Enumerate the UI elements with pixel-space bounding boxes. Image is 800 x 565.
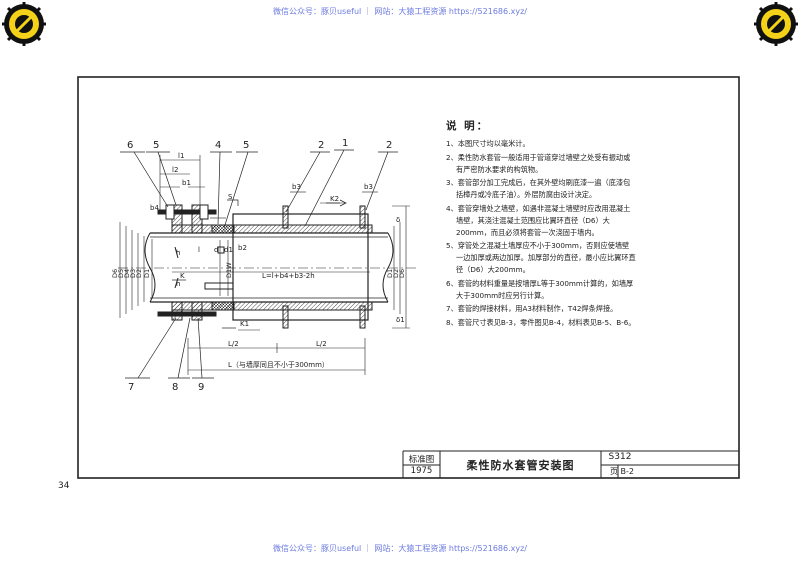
- dim-l-formula: L=l+b4+b3-2h: [262, 272, 315, 280]
- seal-ring-bottom: [211, 301, 235, 311]
- dim-d2: D2: [135, 269, 143, 278]
- callout-2-right: 2: [386, 140, 392, 151]
- dim-k1: K1: [240, 320, 249, 328]
- watermark-top: 微信公众号：豚贝useful ｜ 网站：大猿工程资源 https://52168…: [272, 7, 528, 16]
- title-block-label: 标准图: [408, 455, 435, 465]
- break-line-left: [144, 232, 156, 303]
- dim-l1: l1: [178, 152, 184, 160]
- sheet-number: 页 B-2: [609, 467, 634, 476]
- note-item: 4、套管穿墙处之墙壁，如遇非混凝土墙壁时应改用混凝土墙壁，其浇注混凝土范围应比翼…: [446, 203, 631, 237]
- diameter-lines-right: [392, 205, 410, 329]
- note-item: 5、穿管处之混凝土墙厚应不小于300mm，否则应使墙壁一边加厚或两边加厚。加厚部…: [446, 241, 636, 274]
- dim-d5: D5: [117, 269, 125, 278]
- dim-d1-right: D1: [386, 269, 394, 278]
- notes-title: 说 明：: [446, 120, 490, 132]
- callout-6: 6: [127, 140, 133, 151]
- callout-5-left: 5: [153, 140, 159, 151]
- dim-k2: K2: [330, 195, 339, 203]
- note-item: 3、套管部分加工完成后，在其外壁均刷底漆一遍（底漆包括樟丹或冷底子油）。外层防腐…: [446, 178, 631, 200]
- bolt-top: [157, 209, 217, 215]
- note-item: 2、柔性防水套管一般适用于管道穿过墙壁之处受有振动或有严密防水要求的构筑物。: [446, 152, 631, 174]
- callout-8: 8: [172, 382, 178, 393]
- dim-b3-right: b3: [364, 183, 373, 191]
- dim-l-note: L（与墙厚同且不小于300mm）: [228, 360, 329, 369]
- end-fin-bottom: [359, 305, 366, 329]
- dim-l-half-left: L/2: [228, 340, 239, 348]
- callout-1: 1: [342, 138, 348, 149]
- weld-symbol-k2: [326, 199, 347, 207]
- dimension-lines-top: [159, 155, 378, 219]
- callout-9: 9: [198, 382, 204, 393]
- dim-h-bottom: h: [176, 280, 180, 288]
- diameter-labels-right: D1 D2 D6: [386, 269, 406, 278]
- dim-delta: δ: [396, 216, 400, 224]
- gear-logo-icon: [2, 2, 46, 46]
- dim-d1: d1: [224, 246, 233, 254]
- note-item: 7、套管的焊接材料，用A3材料制作，T42焊条焊接。: [446, 304, 618, 314]
- dim-b2: b2: [238, 244, 247, 252]
- dim-l2: l2: [172, 166, 178, 174]
- end-fin-top: [359, 205, 366, 229]
- wing-ring-bottom: [282, 305, 289, 329]
- flange-left-bottom: [171, 301, 183, 321]
- title-block-frame: [402, 450, 739, 478]
- dim-l: l: [198, 246, 200, 254]
- gear-logo-icon: [754, 2, 798, 46]
- callout-leaders: [120, 149, 398, 379]
- drawing-code: S312: [608, 452, 632, 462]
- dim-d1: D1: [143, 269, 151, 278]
- flange-plate-bottom: [191, 301, 203, 321]
- diameter-labels-left: D6 D5 D4 D3 D2 D1 D1W: [111, 262, 233, 278]
- title-block-year: 1975: [410, 466, 433, 476]
- callout-7: 7: [128, 382, 134, 393]
- notes-section: 说 明： 1、本图尺寸均以毫米计。 2、柔性防水套管一般适用于管道穿过墙壁之处受…: [446, 118, 636, 331]
- callout-4: 4: [215, 140, 221, 151]
- note-item: 6、套管的材料重量是按墙厚L等于300mm计算的，如墙厚大于300mm时应另行计…: [446, 278, 634, 300]
- callout-2-left: 2: [318, 140, 324, 151]
- wing-ring-top: [282, 205, 289, 229]
- dim-d: d: [214, 246, 218, 254]
- diameter-lines-left: [119, 222, 229, 318]
- nut-top-right: [199, 204, 209, 220]
- bolt-bottom: [157, 311, 217, 317]
- pipe-drawing: [118, 149, 418, 379]
- watermark-bottom: 微信公众号：豚贝useful ｜ 网站：大猿工程资源 https://52168…: [272, 544, 528, 553]
- dim-d2-right: D2: [392, 269, 400, 278]
- dim-d6-right: D6: [398, 269, 406, 278]
- dim-d3: D3: [129, 269, 137, 278]
- drawing-title: 柔性防水套管安装图: [466, 459, 575, 472]
- dim-d6: D6: [111, 269, 119, 278]
- break-line-right: [382, 232, 394, 303]
- dim-d4: D4: [123, 269, 131, 278]
- note-item: 1、本图尺寸均以毫米计。: [446, 139, 530, 148]
- dim-h-top: h: [176, 249, 180, 257]
- dim-b1: b1: [182, 179, 191, 187]
- nut-top-left: [165, 204, 175, 220]
- dim-d1w: D1W: [225, 262, 233, 278]
- dim-b3-left: b3: [292, 183, 301, 191]
- seal-ring-top: [211, 224, 235, 234]
- callout-5-right: 5: [243, 140, 249, 151]
- note-item: 8、套管尺寸表见B-3，零件图见B-4，材料表见B-5、B-6。: [446, 318, 636, 328]
- dim-s: S: [228, 193, 233, 201]
- sheet-border: [77, 76, 740, 479]
- dimension-lines-bottom: [172, 271, 370, 375]
- page-number: 34: [58, 481, 70, 491]
- dim-l-half-right: L/2: [316, 340, 327, 348]
- dim-delta1: δ1: [396, 316, 405, 324]
- weld-symbol-s: [227, 199, 239, 206]
- dim-k: K: [180, 272, 185, 280]
- dim-b4: b4: [150, 204, 159, 212]
